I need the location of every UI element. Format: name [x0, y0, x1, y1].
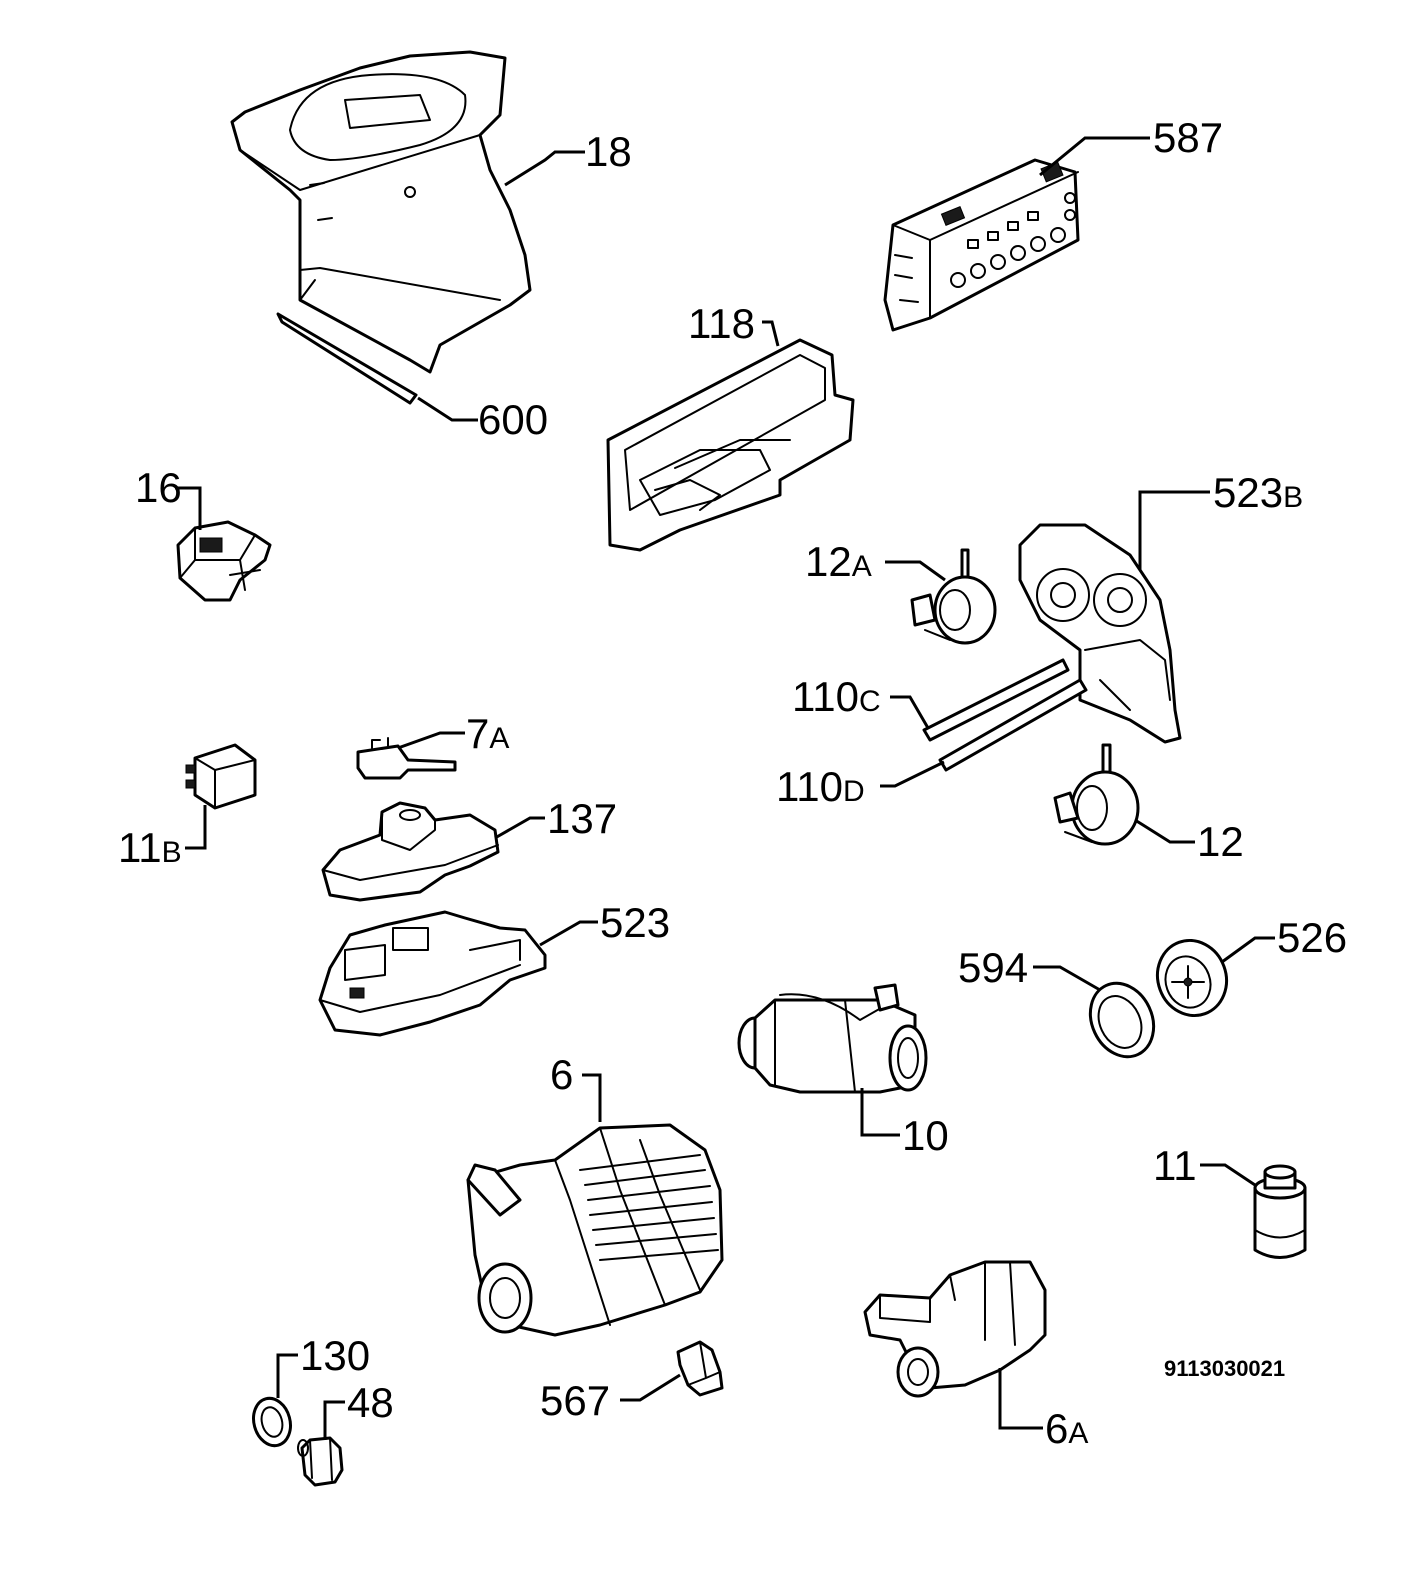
leader-18 [504, 150, 585, 187]
leader-594 [1033, 965, 1101, 992]
part-567-clip[interactable] [676, 1340, 724, 1397]
part-6A-drain-pump[interactable] [863, 1260, 1047, 1398]
leader-526 [1221, 936, 1275, 964]
leader-6 [582, 1073, 602, 1122]
leader-7A [397, 731, 465, 750]
part-6-pump-motor[interactable] [466, 1123, 724, 1337]
part-12A-pressure-switch[interactable] [910, 548, 997, 645]
label-130: 130 [300, 1332, 370, 1379]
label-587: 587 [1153, 114, 1223, 161]
leader-10 [860, 1088, 900, 1137]
leader-523 [539, 920, 598, 947]
label-594: 594 [958, 944, 1028, 991]
label-600: 600 [478, 396, 548, 443]
label-48: 48 [347, 1379, 394, 1426]
leader-11 [1200, 1163, 1256, 1187]
label-6: 6 [550, 1051, 573, 1098]
leader-16 [175, 486, 202, 530]
leader-600 [417, 396, 478, 422]
label-6A: 6A [1045, 1405, 1088, 1452]
label-137: 137 [547, 795, 617, 842]
leader-587 [1039, 136, 1150, 177]
part-523B-bracket[interactable] [1018, 523, 1182, 744]
leader-110C [890, 695, 930, 729]
part-12-pressure-switch[interactable] [1053, 743, 1140, 846]
part-11B-relay[interactable] [185, 743, 257, 810]
part-110D-tube[interactable] [938, 678, 1088, 772]
leader-567 [620, 1373, 681, 1402]
part-11-capacitor[interactable] [1253, 1164, 1307, 1259]
part-587-control-module[interactable] [883, 158, 1080, 332]
part-594-gasket[interactable] [1079, 973, 1165, 1067]
leader-6A [998, 1368, 1043, 1430]
part-110C-tube[interactable] [922, 658, 1070, 742]
part-523-housing[interactable] [318, 910, 547, 1037]
part-118-dispenser[interactable] [606, 338, 855, 552]
label-12A: 12A [805, 538, 872, 585]
label-110D: 110D [776, 763, 865, 810]
part-130-ring[interactable] [248, 1394, 295, 1450]
leader-118 [762, 320, 780, 347]
label-11B: 11B [118, 824, 182, 871]
leader-130 [276, 1353, 298, 1398]
label-7A: 7A [466, 710, 509, 757]
leader-48 [323, 1400, 345, 1440]
leader-137 [494, 816, 545, 840]
leader-110D [880, 760, 945, 788]
part-137-cover[interactable] [321, 801, 500, 902]
leader-523B [1138, 490, 1210, 570]
label-12: 12 [1197, 818, 1244, 865]
leader-12A [885, 560, 946, 582]
part-7A-sensor[interactable] [356, 737, 457, 780]
label-523: 523 [600, 899, 670, 946]
label-16: 16 [135, 464, 182, 511]
label-18: 18 [585, 128, 632, 175]
part-16-switch[interactable] [176, 520, 272, 602]
leader-12 [1134, 818, 1195, 844]
label-567: 567 [540, 1377, 610, 1424]
label-11: 11 [1153, 1142, 1197, 1189]
label-526: 526 [1277, 914, 1347, 961]
part-526-cap[interactable] [1147, 931, 1237, 1026]
part-10-heater-unit[interactable] [737, 983, 928, 1094]
label-110C: 110C [792, 673, 881, 720]
label-10: 10 [902, 1112, 949, 1159]
part-18-cover[interactable] [230, 50, 532, 374]
part-600-seal-strip[interactable] [276, 312, 418, 405]
label-523B: 523B [1213, 469, 1303, 516]
leader-11B [185, 805, 207, 850]
part-48-plug[interactable] [297, 1436, 344, 1487]
label-118: 118 [688, 300, 755, 347]
drawing-code: 9113030021 [1164, 1356, 1285, 1381]
